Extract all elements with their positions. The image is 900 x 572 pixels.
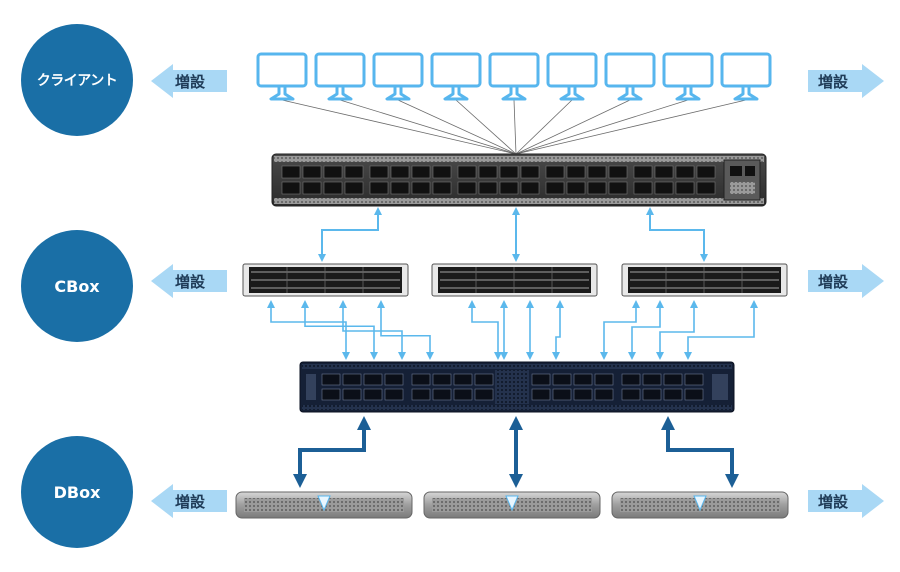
dbox-server [611,491,789,519]
switch-link-arrow [318,207,382,262]
client-link-line [397,99,517,155]
dbox-tier-circle: DBox [21,436,133,548]
dbox-tier-label: DBox [53,482,101,502]
expand-left-arrow-client: 増設 [151,64,227,98]
cbox-servers [242,263,788,297]
client-link-line [515,99,747,155]
expand-left-arrow-dbox: 増設 [151,484,227,518]
storage-link-arrow [293,416,371,488]
expand-label: 増設 [818,73,849,91]
expand-label: 増設 [175,73,206,91]
fabric-link-arrow [301,300,378,360]
client-monitor-icon [430,52,482,101]
cbox-tier-circle: CBox [21,230,133,342]
fabric-link-arrow [656,300,698,360]
bottom-switch [299,361,735,413]
client-link-line [339,99,517,155]
client-link-line [515,99,631,155]
top-switch [271,153,767,207]
client-tier-circle: クライアント [21,24,133,136]
expand-right-arrow-client: 増設 [808,64,884,98]
cbox-tier-label: CBox [54,276,100,296]
cbox-server [621,263,788,297]
expand-label: 増設 [818,273,849,291]
expand-right-arrow-cbox: 増設 [808,264,884,298]
client-link-line [513,99,517,155]
client-link-line [515,99,573,155]
client-monitors [256,52,772,101]
fabric-link-arrow [377,300,434,360]
fabric-link-arrow [468,300,502,360]
expand-label: 増設 [175,273,206,291]
dbox-servers [235,491,789,519]
dbox-server [423,491,601,519]
expand-left-arrow-cbox: 増設 [151,264,227,298]
client-monitor-icon [720,52,772,101]
cbox-server [431,263,598,297]
client-monitor-icon [488,52,540,101]
expand-label: 増設 [175,493,206,511]
expand-label: 増設 [818,493,849,511]
cbox-server [242,263,409,297]
dbox-logo-icon [693,495,707,512]
dbox-server [235,491,413,519]
connection-lines [267,99,758,488]
storage-link-arrow [661,416,739,488]
fabric-link-arrow [684,300,758,360]
dbox-logo-icon [317,495,331,512]
client-link-line [515,99,689,155]
client-monitor-icon [314,52,366,101]
switch-link-arrow [646,207,708,262]
client-monitor-icon [372,52,424,101]
client-monitor-icon [662,52,714,101]
client-monitor-icon [256,52,308,101]
client-tier-label: クライアント [36,73,118,89]
client-link-line [455,99,517,155]
fabric-link-arrow [339,300,406,360]
client-monitor-icon [546,52,598,101]
client-monitor-icon [604,52,656,101]
expand-right-arrow-dbox: 増設 [808,484,884,518]
dbox-logo-icon [505,495,519,512]
fabric-link-arrow [552,300,564,360]
fabric-link-arrow [267,300,350,360]
client-link-line [281,99,517,155]
